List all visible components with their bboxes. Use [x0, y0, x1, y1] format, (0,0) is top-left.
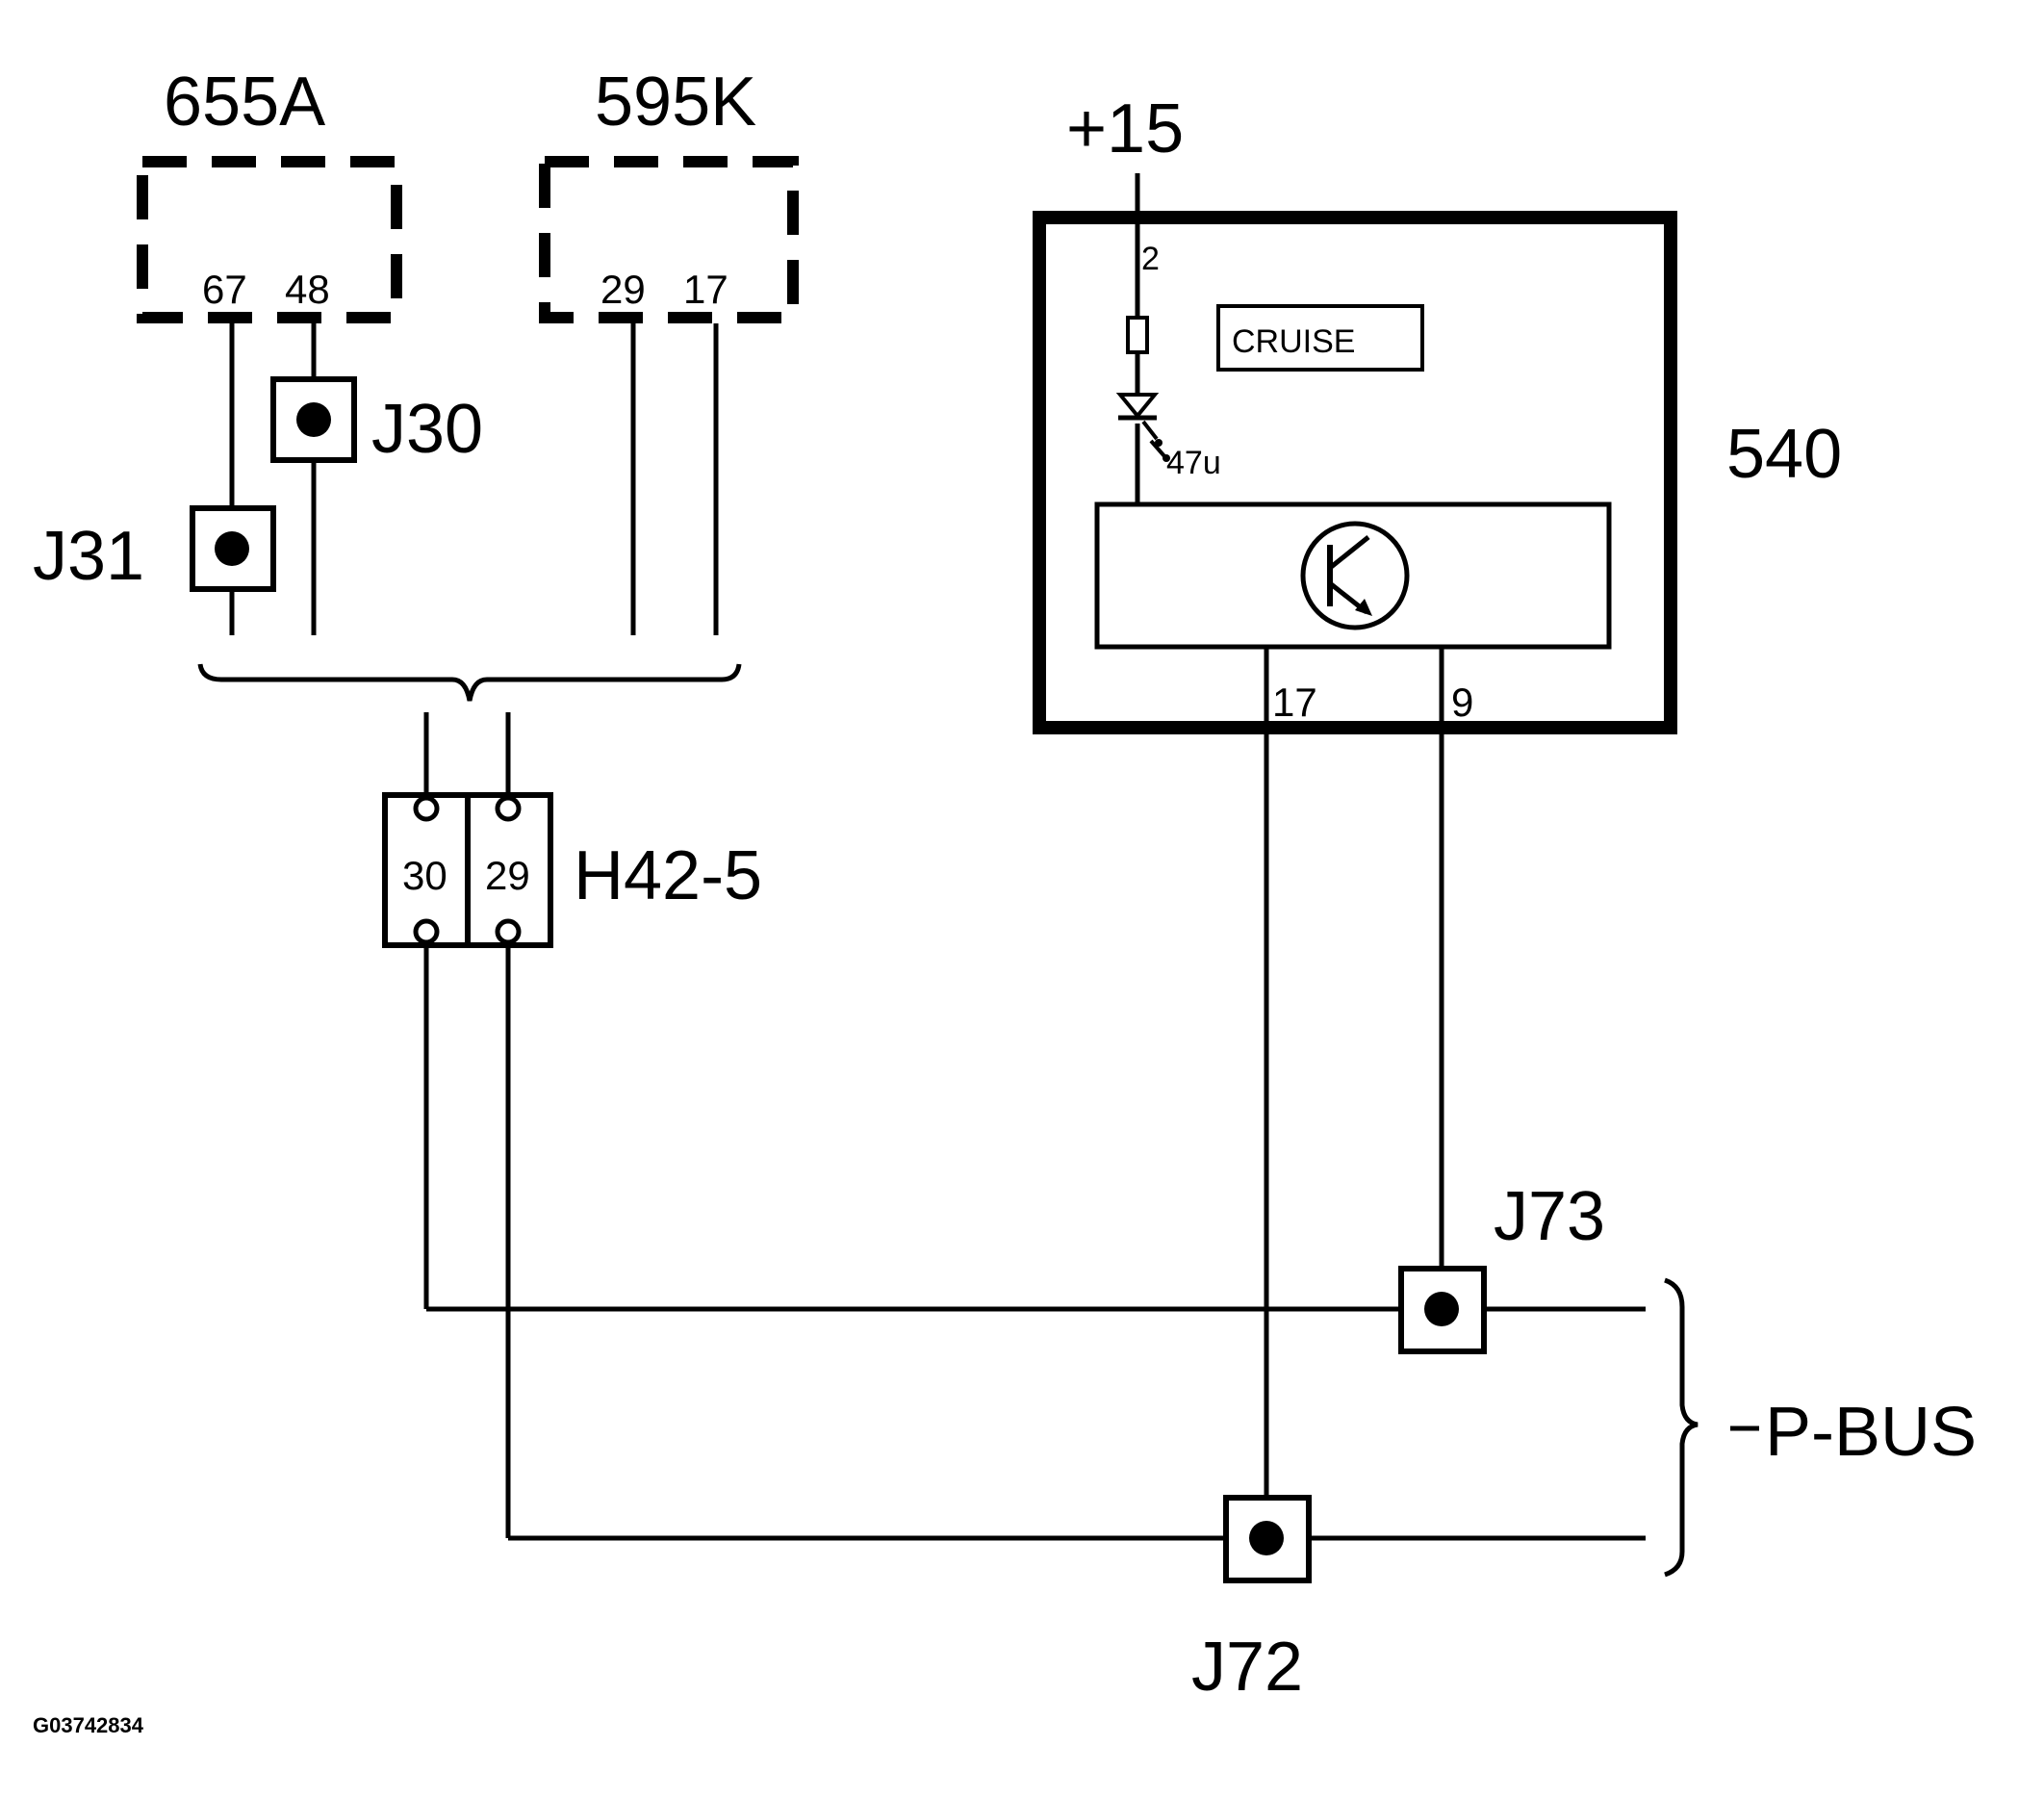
pin-655a-67: 67 — [202, 267, 247, 312]
component-540: +15 2 47u CRUISE 17 9 540 — [1033, 90, 1842, 734]
component-595k-box — [539, 156, 799, 323]
component-655a-label: 655A — [164, 64, 325, 141]
component-595k: 595K 29 17 — [539, 64, 799, 323]
connector-h42-5-bottom-left-terminal — [413, 918, 440, 945]
junction-j72: J72 — [1191, 1495, 1312, 1706]
junction-j73-dot — [1424, 1292, 1459, 1326]
pin-595k-17: 17 — [683, 267, 728, 312]
p-bus-label: P-BUS — [1765, 1394, 1977, 1471]
supply-label: +15 — [1066, 90, 1184, 167]
led-icon — [1115, 393, 1160, 420]
cruise-indicator-box — [1216, 304, 1424, 372]
connector-h42-5-pin-29: 29 — [485, 853, 530, 898]
pin-540-17: 17 — [1272, 680, 1317, 725]
connector-h42-5: 30 29 H42-5 — [382, 792, 762, 948]
junction-j73: J73 — [1398, 1178, 1605, 1354]
junction-j30: J30 — [270, 376, 483, 468]
junction-j31-dot — [215, 531, 249, 566]
junction-j72-dot — [1249, 1521, 1284, 1555]
pin-540-2: 2 — [1141, 241, 1160, 277]
p-bus-brace — [1664, 1277, 1699, 1578]
junction-j30-dot — [296, 402, 331, 437]
component-655a-box — [137, 156, 402, 323]
junction-j31-label: J31 — [33, 518, 144, 595]
component-655a: 655A 67 48 — [137, 64, 402, 323]
pin-655a-48: 48 — [285, 267, 330, 312]
led-value-label: 47u — [1166, 445, 1221, 481]
led-emission-arrows-icon — [1141, 420, 1166, 458]
upper-wires — [229, 323, 719, 635]
transistor-icon — [1300, 521, 1410, 630]
cruise-indicator-label: CRUISE — [1232, 323, 1355, 360]
wire-group-brace — [197, 663, 742, 702]
connector-h42-5-bottom-right-terminal — [495, 918, 522, 945]
junction-j72-label: J72 — [1191, 1629, 1303, 1706]
pin-540-9: 9 — [1451, 680, 1473, 725]
connector-h42-5-label: H42-5 — [574, 837, 762, 914]
connector-feed-wires — [423, 712, 511, 805]
pin-595k-29: 29 — [600, 267, 646, 312]
connector-h42-5-pin-30: 30 — [402, 853, 447, 898]
junction-j73-label: J73 — [1494, 1178, 1605, 1255]
junction-j31: J31 — [33, 505, 276, 595]
component-540-housing — [1033, 211, 1677, 734]
p-bus: P-BUS — [1664, 1277, 1977, 1578]
connector-h42-5-top-right-terminal — [495, 795, 522, 822]
component-595k-label: 595K — [595, 64, 756, 141]
figure-code: G03742834 — [33, 1713, 144, 1737]
component-540-label: 540 — [1726, 416, 1842, 493]
junction-j30-label: J30 — [371, 391, 483, 468]
connector-h42-5-top-left-terminal — [413, 795, 440, 822]
resistor-icon — [1126, 316, 1149, 354]
